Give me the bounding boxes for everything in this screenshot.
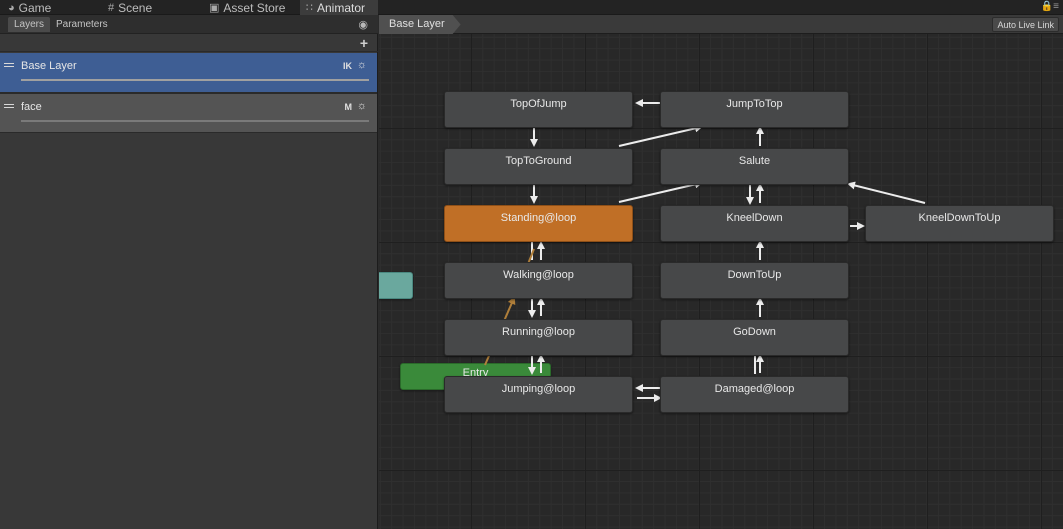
state-label: DownToUp bbox=[727, 269, 782, 281]
drag-handle-icon[interactable] bbox=[4, 104, 14, 108]
state-label: TopToGround bbox=[505, 155, 572, 167]
state-label: JumpToTop bbox=[726, 98, 783, 110]
gear-icon[interactable]: ☼ bbox=[356, 59, 367, 71]
state-label: Walking@loop bbox=[503, 269, 574, 281]
state-label: GoDown bbox=[733, 326, 776, 338]
tab-animator-label: Animator bbox=[317, 0, 366, 15]
layer-weight-bar bbox=[21, 120, 369, 122]
state-running-loop[interactable]: Running@loop bbox=[444, 319, 633, 356]
state-label: Damaged@loop bbox=[714, 383, 795, 395]
layer-weight-bar bbox=[21, 79, 369, 81]
any-state-node[interactable] bbox=[379, 272, 413, 299]
add-layer-row: + bbox=[0, 34, 378, 52]
animator-icon: ∷ bbox=[306, 2, 313, 14]
window-tab-strip: ◕ Game # Scene ▣ Asset Store ∷ Animator … bbox=[0, 0, 1063, 15]
layer-name: Base Layer bbox=[21, 60, 77, 72]
tab-scene[interactable]: # Scene bbox=[102, 0, 158, 15]
state-kneeldowntoup[interactable]: KneelDownToUp bbox=[865, 205, 1054, 242]
layer-item-base-layer[interactable]: Base Layer IK ☼ bbox=[0, 53, 377, 93]
state-jumping-loop[interactable]: Jumping@loop bbox=[444, 376, 633, 413]
tab-asset-store[interactable]: ▣ Asset Store bbox=[203, 0, 291, 15]
drag-handle-icon[interactable] bbox=[4, 63, 14, 67]
tab-scene-label: Scene bbox=[118, 0, 153, 15]
tab-animator[interactable]: ∷ Animator bbox=[300, 0, 378, 15]
state-downtoup[interactable]: DownToUp bbox=[660, 262, 849, 299]
state-standing-loop[interactable]: Standing@loop bbox=[444, 205, 633, 242]
add-layer-button[interactable]: + bbox=[359, 35, 368, 51]
state-godown[interactable]: GoDown bbox=[660, 319, 849, 356]
auto-live-link-button[interactable]: Auto Live Link bbox=[992, 17, 1059, 32]
state-label: Jumping@loop bbox=[501, 383, 576, 395]
layers-panel: Layers Parameters ◉ + Base Layer IK ☼ fa… bbox=[0, 15, 378, 529]
state-label: KneelDown bbox=[726, 212, 783, 224]
state-label: Standing@loop bbox=[500, 212, 577, 224]
state-label: Salute bbox=[738, 155, 771, 167]
bag-icon: ▣ bbox=[209, 2, 220, 14]
state-salute[interactable]: Salute bbox=[660, 148, 849, 185]
animator-graph[interactable]: Base Layer Auto Live Link Entry bbox=[379, 15, 1063, 529]
layer-name: face bbox=[21, 101, 42, 113]
layer-badge: IK bbox=[343, 61, 352, 71]
state-jumptotop[interactable]: JumpToTop bbox=[660, 91, 849, 128]
breadcrumb-bar: Base Layer Auto Live Link bbox=[379, 15, 1063, 34]
pacman-icon: ◕ bbox=[8, 1, 15, 14]
layer-item-face[interactable]: face M ☼ bbox=[0, 93, 377, 133]
tab-layers[interactable]: Layers bbox=[8, 17, 51, 32]
state-label: TopOfJump bbox=[510, 98, 567, 110]
layer-badge: M bbox=[344, 102, 353, 112]
state-damaged-loop[interactable]: Damaged@loop bbox=[660, 376, 849, 413]
breadcrumb[interactable]: Base Layer bbox=[379, 15, 461, 34]
grid-icon: # bbox=[108, 1, 115, 14]
gear-icon[interactable]: ☼ bbox=[356, 100, 367, 112]
tab-game[interactable]: ◕ Game bbox=[2, 0, 57, 15]
tab-parameters[interactable]: Parameters bbox=[56, 19, 108, 30]
state-toptoground[interactable]: TopToGround bbox=[444, 148, 633, 185]
lock-icon[interactable]: 🔒≡ bbox=[1040, 1, 1059, 12]
state-walking-loop[interactable]: Walking@loop bbox=[444, 262, 633, 299]
state-kneeldown[interactable]: KneelDown bbox=[660, 205, 849, 242]
state-topofjump[interactable]: TopOfJump bbox=[444, 91, 633, 128]
state-label: Running@loop bbox=[502, 326, 575, 338]
eye-icon[interactable]: ◉ bbox=[358, 19, 368, 31]
state-label: KneelDownToUp bbox=[918, 212, 1001, 224]
panel-tabs: Layers Parameters ◉ bbox=[0, 15, 378, 34]
tab-asset-store-label: Asset Store bbox=[223, 0, 286, 15]
tab-game-label: Game bbox=[18, 0, 52, 15]
